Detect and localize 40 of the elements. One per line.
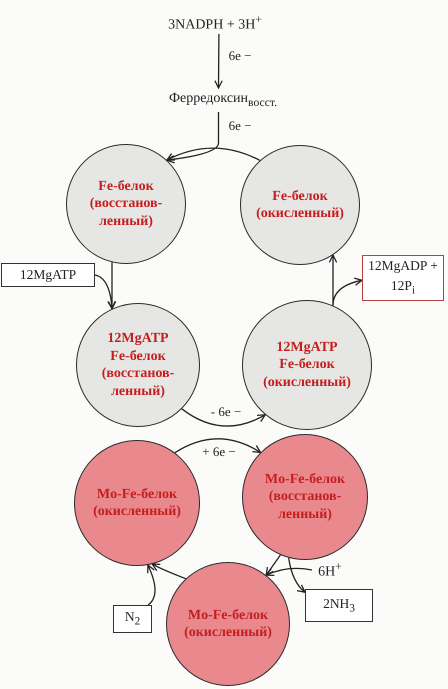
substance-box: 12MgATP xyxy=(1,263,95,287)
protein-label: (восстанов-ленный) xyxy=(100,365,176,400)
arrow xyxy=(152,563,186,580)
edge-label: + 6e − xyxy=(201,444,237,460)
arrow xyxy=(146,564,156,606)
arrow xyxy=(181,408,266,427)
substance-box: 12MgADP + 12P$_{i}$ xyxy=(362,255,444,301)
protein-label: Fe-белок xyxy=(279,356,335,374)
arrow xyxy=(94,274,116,310)
protein-label: (окисленный) xyxy=(184,624,272,642)
arrow xyxy=(266,568,312,576)
substance-label: Ферредоксин$_{восст.}$ xyxy=(148,88,298,112)
arrow xyxy=(266,554,281,576)
protein-label: Mo-Fe-белок xyxy=(188,606,268,624)
protein-label: (окисленный) xyxy=(263,374,351,392)
substance-label: 6H$^{+}$ xyxy=(312,560,348,580)
arrow xyxy=(166,112,220,164)
substance-box: N$_{2}$ xyxy=(113,605,152,633)
arrow xyxy=(332,278,363,306)
arrow xyxy=(288,558,306,593)
protein-label: Fe-белок xyxy=(98,178,154,196)
arrow xyxy=(108,262,116,310)
protein-label: (окисленный) xyxy=(256,205,344,222)
arrow xyxy=(166,148,260,161)
protein-label: Mo-Fe-белок xyxy=(264,470,346,488)
protein-label: (восстанов-ленный) xyxy=(88,195,164,230)
edge-label: 6e − xyxy=(228,118,252,134)
protein-label: Mo-Fe-белок xyxy=(96,486,178,503)
substance-label: 3NADPH + 3H$^{+}$ xyxy=(150,12,280,34)
arrow xyxy=(174,438,262,454)
edge-label: 6e − xyxy=(228,48,252,64)
protein-label: (восстанов-ленный) xyxy=(268,488,342,524)
protein-label: Fe-белок xyxy=(272,188,328,205)
substance-box: 2NH$_{3}$ xyxy=(305,589,373,622)
protein-label: 12MgATP xyxy=(107,330,169,348)
protein-label: Fe-белок xyxy=(110,348,166,365)
protein-label: 12MgATP xyxy=(276,338,338,356)
protein-label: (окисленный) xyxy=(93,503,181,520)
arrow xyxy=(214,34,223,89)
edge-label: - 6e − xyxy=(210,404,242,420)
